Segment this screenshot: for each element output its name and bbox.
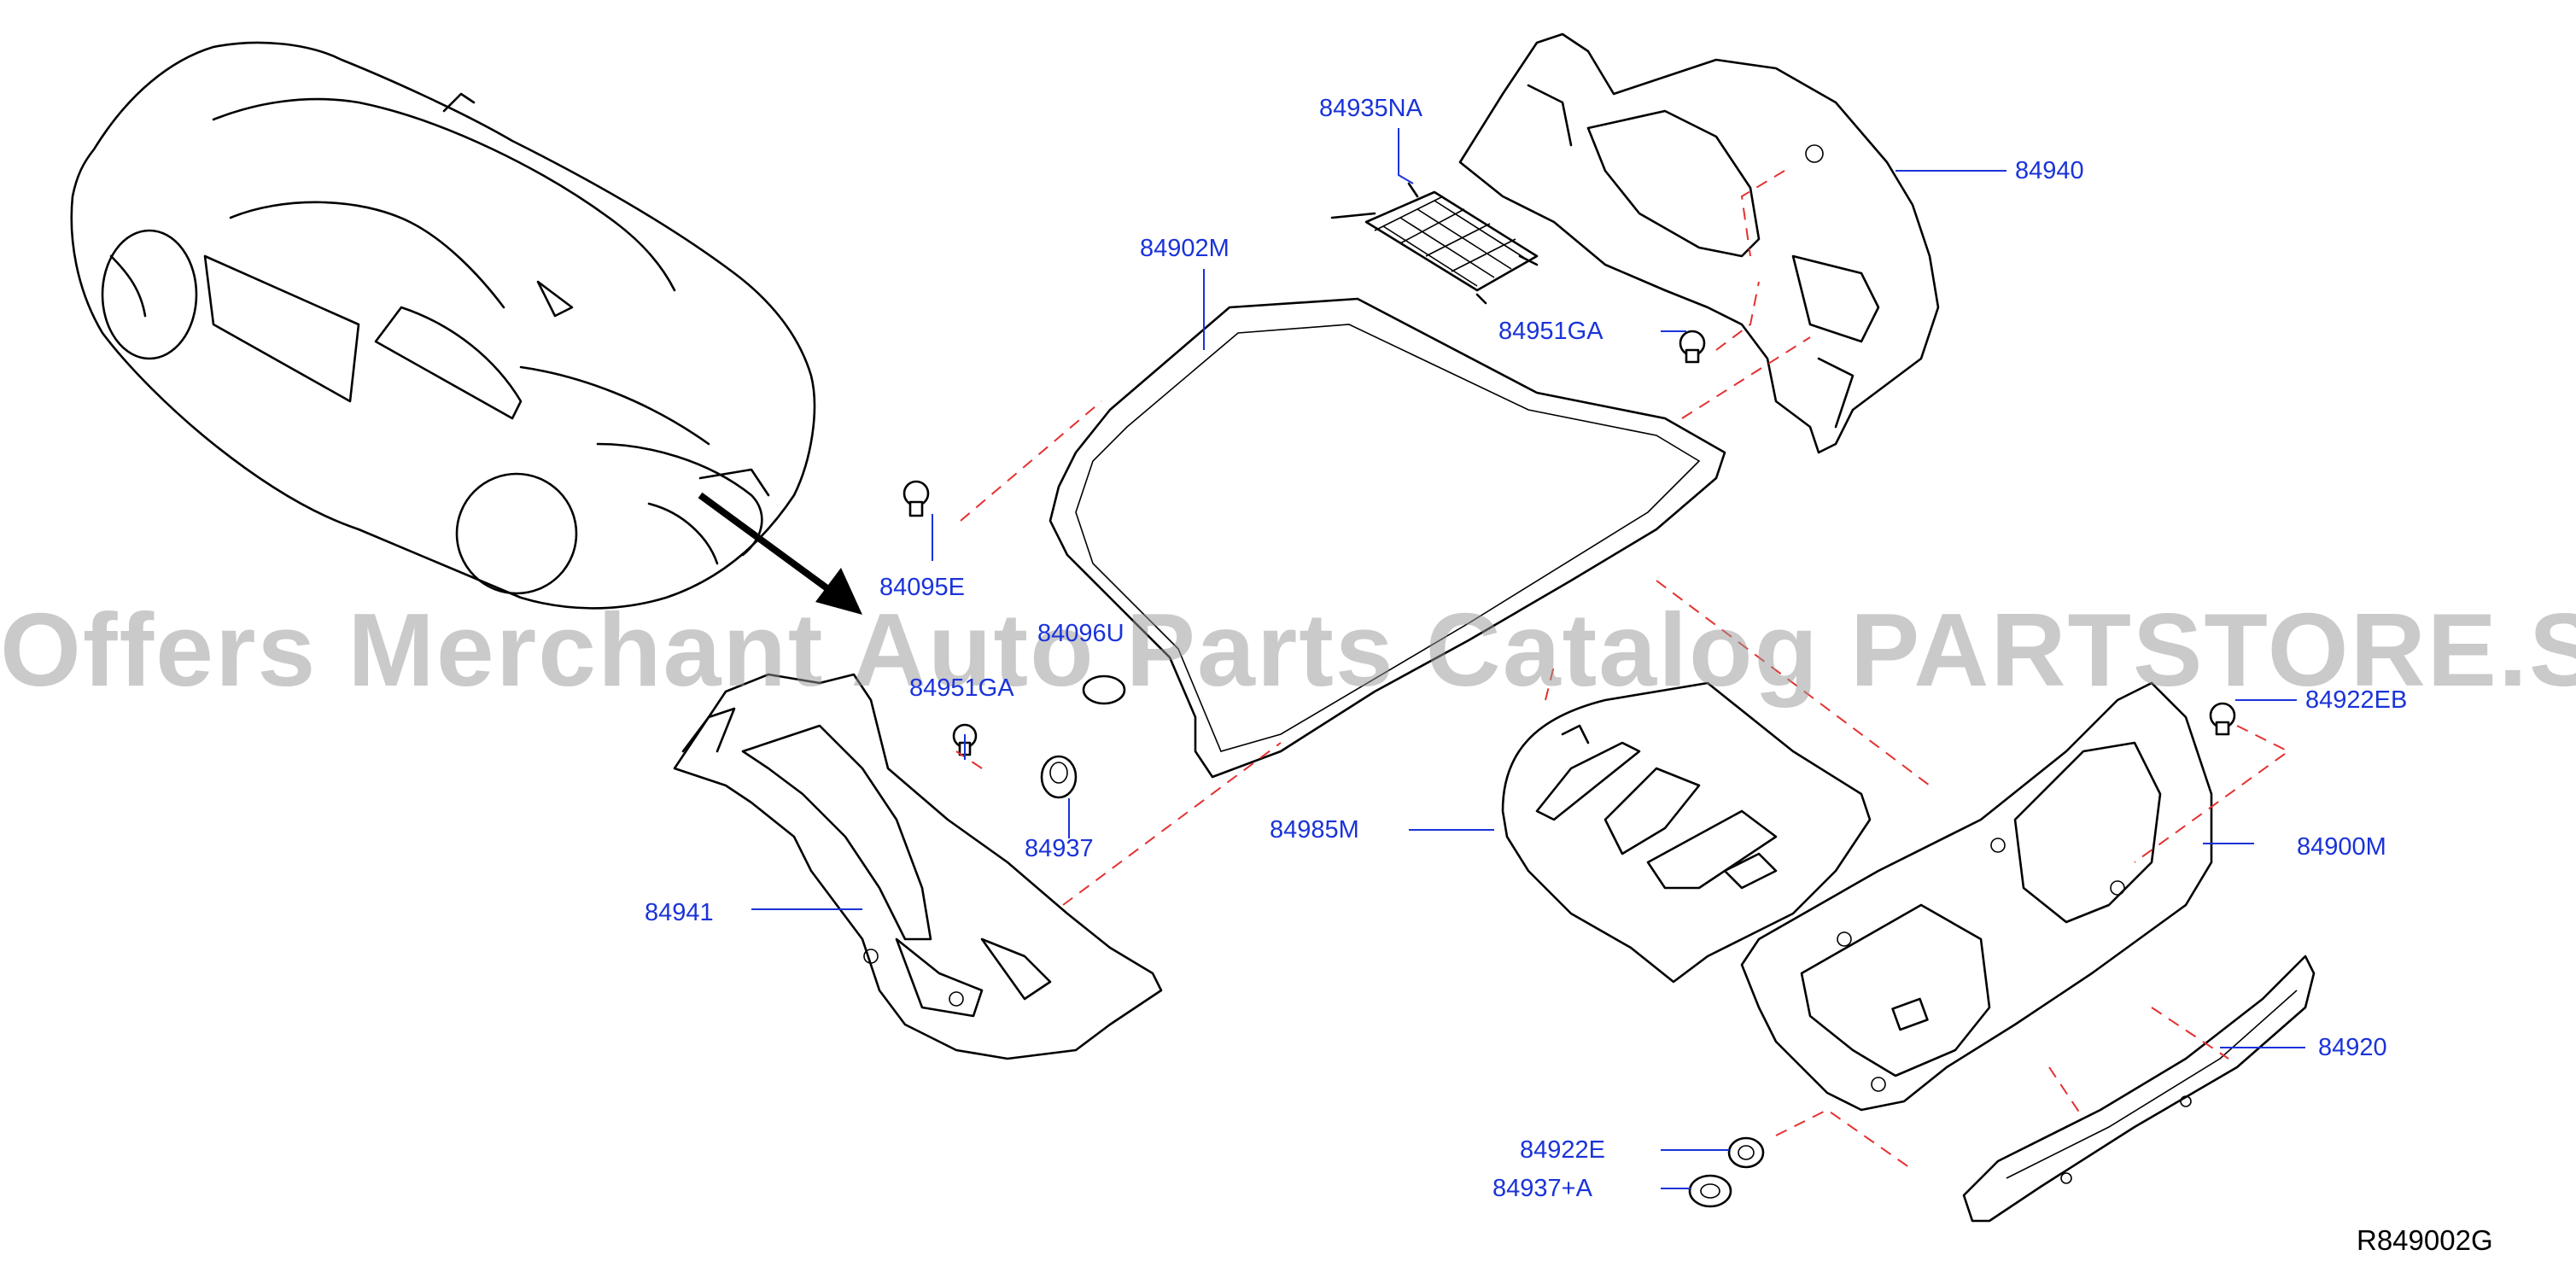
clip-84937 xyxy=(1040,755,1078,799)
label-84922E[interactable]: 84922E xyxy=(1520,1136,1605,1164)
part-84096U-plug xyxy=(1082,674,1126,705)
label-84941[interactable]: 84941 xyxy=(645,899,714,926)
part-84941-left-side-trim xyxy=(673,673,1163,1060)
clip-84095E xyxy=(902,480,930,517)
part-84985M-spare-cover xyxy=(1501,681,1872,984)
assembly-guides xyxy=(955,170,2290,1171)
label-84951GA-top[interactable]: 84951GA xyxy=(1498,318,1603,345)
label-84985M[interactable]: 84985M xyxy=(1270,816,1359,844)
part-84935NA-cargo-net xyxy=(1330,182,1539,305)
part-84900M-trunk-lid-finisher xyxy=(1740,681,2213,1112)
label-84095E[interactable]: 84095E xyxy=(879,574,965,601)
part-84940-right-side-trim xyxy=(1458,32,1940,454)
part-84920-rear-sill-plate xyxy=(1962,955,2316,1223)
label-84096U[interactable]: 84096U xyxy=(1037,620,1124,647)
label-84900M[interactable]: 84900M xyxy=(2297,833,2386,861)
clip-84922E xyxy=(1727,1136,1765,1169)
label-84922EB[interactable]: 84922EB xyxy=(2305,686,2408,714)
leader-lines xyxy=(751,128,2305,1189)
label-84920[interactable]: 84920 xyxy=(2318,1034,2387,1061)
clip-84937A xyxy=(1688,1174,1732,1208)
direction-arrow xyxy=(698,492,862,615)
clip-84922EB xyxy=(2209,702,2236,736)
clip-84951GA-top xyxy=(1679,330,1706,364)
label-84935NA[interactable]: 84935NA xyxy=(1319,95,1422,122)
label-84940[interactable]: 84940 xyxy=(2015,157,2084,184)
label-84902M[interactable]: 84902M xyxy=(1140,235,1230,262)
part-84902M-trunk-floor-mat xyxy=(1049,297,1726,779)
label-84937[interactable]: 84937 xyxy=(1025,835,1094,862)
vehicle-outline xyxy=(70,41,816,610)
label-84937A[interactable]: 84937+A xyxy=(1492,1175,1592,1202)
label-84951GA-left[interactable]: 84951GA xyxy=(909,674,1014,702)
diagram-reference-code: R849002G xyxy=(2357,1224,2493,1256)
